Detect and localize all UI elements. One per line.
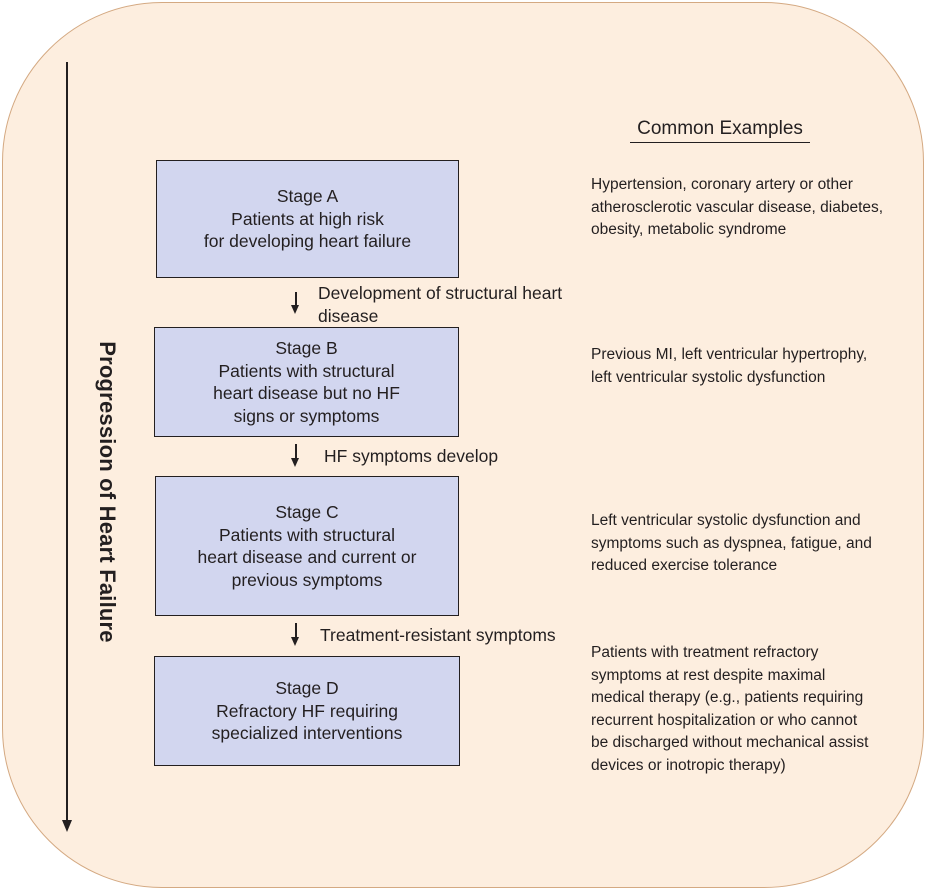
transition-line: Development of structural heart: [318, 283, 563, 303]
transition-line: Treatment-resistant symptoms: [320, 625, 556, 645]
stage-d-box: Stage D Refractory HF requiring speciali…: [154, 656, 460, 766]
transition-line: HF symptoms develop: [324, 446, 499, 466]
transition-line: disease: [318, 305, 379, 326]
stage-c-examples: Left ventricular systolic dysfunction an…: [591, 512, 872, 574]
stage-description-line: heart disease and current or: [197, 547, 417, 567]
progression-axis-label: Progression of Heart Failure: [95, 341, 120, 643]
down-arrow-icon: [292, 444, 298, 467]
stage-description-line: previous symptoms: [231, 569, 383, 590]
common-examples-header: Common Examples: [630, 118, 810, 143]
stage-c-box: Stage C Patients with structural heart d…: [155, 476, 459, 616]
transition-c-to-d: Treatment-resistant symptoms: [320, 624, 556, 647]
stage-d-examples: Patients with treatment refractory sympt…: [591, 644, 869, 774]
stage-b-examples: Previous MI, left ventricular hypertroph…: [591, 346, 868, 386]
stage-description-line: specialized interventions: [211, 723, 403, 744]
progression-arrowhead-icon: [62, 820, 72, 832]
progression-axis-line: [66, 62, 68, 824]
transition-a-to-b: Development of structural heart disease: [318, 282, 562, 327]
stage-description-line: signs or symptoms: [233, 405, 380, 426]
stage-description-line: Patients with structural: [218, 524, 396, 545]
stage-description-line: Patients at high risk: [231, 208, 384, 229]
stage-description-line: Refractory HF requiring: [216, 700, 398, 721]
stage-title: Stage B: [275, 338, 338, 358]
transition-b-to-c: HF symptoms develop: [324, 445, 498, 468]
stage-title: Stage D: [275, 678, 339, 699]
down-arrow-icon: [292, 623, 298, 646]
stage-a-examples: Hypertension, coronary artery or other a…: [591, 176, 884, 238]
stage-description-line: Patients with structural: [218, 360, 395, 381]
stage-description-line: heart disease but no HF: [213, 383, 400, 403]
stage-description-line: for developing heart failure: [203, 231, 412, 252]
stage-a-box: Stage A Patients at high risk for develo…: [156, 160, 459, 278]
stage-title: Stage A: [276, 186, 339, 207]
down-arrow-icon: [292, 292, 298, 314]
stage-title: Stage C: [275, 502, 339, 522]
stage-b-box: Stage B Patients with structural heart d…: [154, 327, 459, 437]
